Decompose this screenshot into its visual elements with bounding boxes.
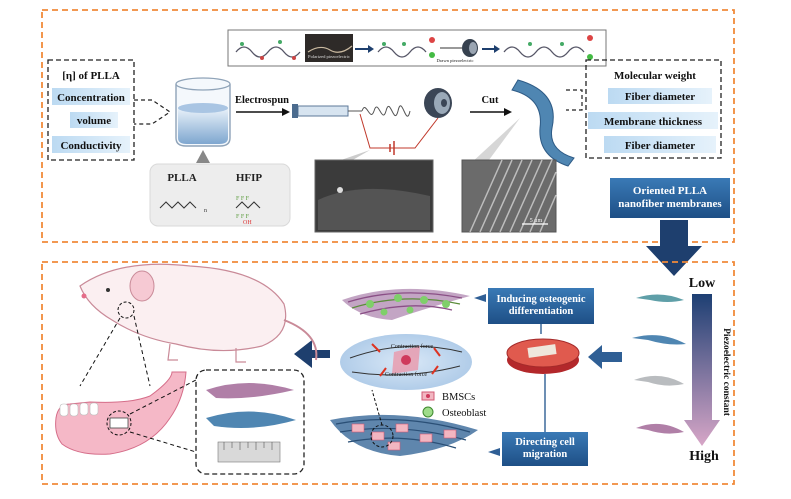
mandible-illustration (55, 371, 187, 455)
beaker-illustration (175, 77, 231, 147)
plla-structure (159, 201, 197, 209)
material-plla: PLLA (167, 172, 196, 184)
oriented-plla-box (610, 178, 730, 218)
migration-label: Directing cell migration (515, 437, 575, 460)
left-param-2: volume (77, 115, 111, 127)
sem-scale-label: 5 μm (530, 218, 543, 224)
sem-fiber-image: 5 μm (461, 118, 557, 233)
arrow-to-rat (294, 340, 330, 368)
hfip-structure (235, 201, 261, 209)
strip-pol-label: Polarized piezoelectric (308, 54, 350, 59)
petri-dish (506, 338, 580, 374)
beaker-pointer (196, 150, 210, 163)
electrospun-label: Electrospun (235, 95, 289, 106)
left-param-list: [η] of PLLA Concentration volume Conduct… (52, 66, 130, 153)
osteo-box (488, 288, 594, 324)
membrane-3 (634, 375, 684, 386)
membrane-4 (636, 423, 684, 434)
arrow-to-dish (588, 345, 622, 369)
svg-text:F F F: F F F (236, 214, 250, 220)
oriented-plla-label: Oriented PLLA nanofiber membranes (618, 185, 722, 210)
contraction-diagram: Contraction force Contraction force (340, 334, 472, 390)
strip-drawn-label: Drawn piezoelectric (436, 58, 473, 63)
left-bracket-connector (134, 99, 172, 125)
migration-fiber-bundle (330, 414, 478, 456)
migration-box (502, 432, 588, 466)
membrane-2 (632, 335, 686, 345)
low-label: Low (689, 276, 716, 291)
hfip-oh: OH (243, 220, 252, 226)
left-param-box (47, 59, 135, 161)
rparam-bg-1 (608, 88, 712, 104)
contraction-force-bottom: Contraction force (385, 371, 427, 378)
legend-bmsc: BMSCs (442, 392, 475, 403)
migration-arrow-head (488, 448, 500, 456)
high-label: High (689, 449, 719, 464)
param-bg-3 (52, 136, 130, 153)
right-param-box (585, 59, 722, 159)
osteoblast-icon (422, 406, 434, 418)
plla-subscript-n: n (204, 208, 207, 214)
implant-membrane-pink (206, 383, 294, 399)
right-param-1: Fiber diameter (625, 91, 695, 103)
left-param-3: Conductivity (60, 140, 122, 152)
param-bg-0 (52, 66, 130, 83)
membrane-1 (636, 294, 684, 302)
contraction-force-top: Contraction force (391, 343, 433, 350)
rat-illustration (79, 263, 318, 363)
legend-osteoblast: Osteoblast (442, 408, 486, 419)
left-param-0: [η] of PLLA (62, 70, 120, 82)
right-param-2: Membrane thickness (604, 116, 703, 128)
bottom-panel-border (41, 261, 735, 485)
param-bg-1 (52, 88, 130, 105)
big-down-arrow (646, 220, 702, 276)
piezo-axis-label: Piezoelectric constant (721, 328, 731, 417)
implant-ruler (217, 441, 281, 463)
piezo-gradient-arrow (684, 294, 720, 446)
osteogenic-fiber-bundle (342, 288, 470, 320)
cell-legend: BMSCs Osteoblast (421, 391, 486, 419)
implant-samples (206, 383, 296, 463)
implant-membrane-blue (206, 411, 296, 428)
left-param-1: Concentration (57, 92, 125, 104)
cut-membrane (511, 79, 575, 167)
rparam-bg-3 (604, 136, 716, 153)
osteo-label: Inducing osteogenic differentiation (496, 294, 586, 317)
electrospinning-setup (292, 88, 452, 155)
rparam-bg-2 (588, 112, 718, 129)
cut-label: Cut (482, 95, 499, 106)
svg-text:F F F: F F F (236, 196, 250, 202)
membrane-stack (632, 294, 686, 434)
top-panel-border (41, 9, 735, 243)
materials-box: PLLA HFIP n F F F F F F OH (149, 163, 291, 227)
piezo-strip: Polarized piezoelectric Drawn piezoelect… (227, 29, 607, 67)
taylor-cone-image (314, 150, 434, 233)
electrospun-arrow (236, 108, 290, 116)
right-param-list: Molecular weight Fiber diameter Membrane… (588, 70, 718, 153)
right-param-0: Molecular weight (614, 70, 696, 82)
right-bracket-connector (566, 89, 583, 111)
param-bg-2 (70, 112, 118, 128)
cut-arrow (470, 108, 512, 116)
right-param-3: Fiber diameter (625, 140, 695, 152)
osteo-arrow-head (474, 294, 486, 302)
material-hfip: HFIP (236, 172, 263, 184)
